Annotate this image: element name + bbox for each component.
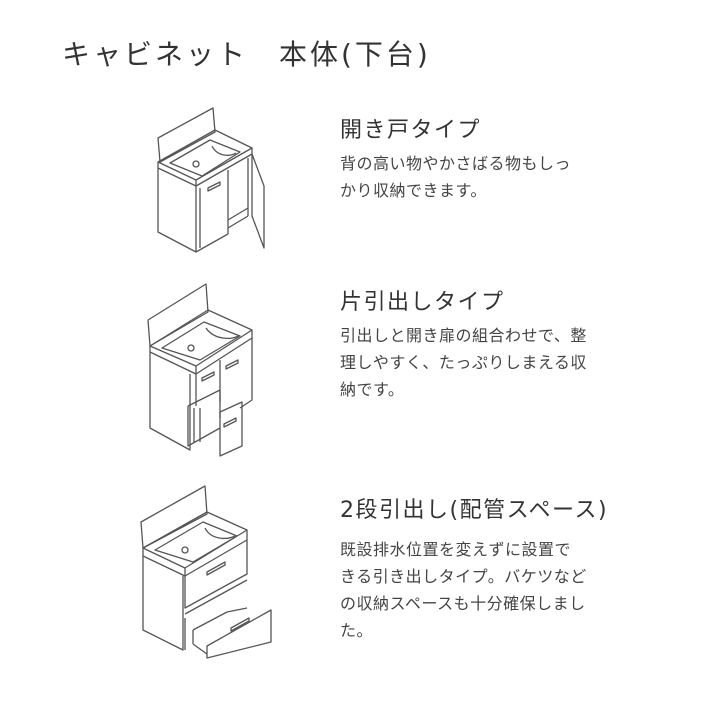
item-title: 2段引出し(配管スペース) <box>340 498 609 523</box>
description-line: きる引き出しタイプ。バケツなど <box>340 567 587 586</box>
cabinet-single-drawer-icon <box>140 278 270 463</box>
description-line: の収納スペースも十分確保しまし <box>340 594 586 613</box>
item-description: 背の高い物やかさばる物もしっ かり収納できます。 <box>340 150 650 204</box>
description-line: かり収納できます。 <box>340 181 487 200</box>
cabinet-hinged-door-icon <box>140 100 270 260</box>
item-description: 既設排水位置を変えずに設置で きる引き出しタイプ。バケツなど の収納スペースも十… <box>340 536 650 644</box>
cabinet-two-drawer-icon <box>135 478 280 663</box>
description-line: 引出しと開き扉の組合わせで、整 <box>340 326 587 345</box>
page-title: キャビネット 本体(下台) <box>62 38 431 71</box>
item-title: 片引出しタイプ <box>340 290 505 315</box>
description-line: 背の高い物やかさばる物もしっ <box>340 154 572 173</box>
description-line: 理しやすく、たっぷりしまえる収 <box>340 353 587 372</box>
description-line: た。 <box>340 621 374 640</box>
item-title: 開き戸タイプ <box>340 118 482 143</box>
description-line: 既設排水位置を変えずに設置で <box>340 540 572 559</box>
description-line: 納です。 <box>340 380 405 399</box>
item-description: 引出しと開き扉の組合わせで、整 理しやすく、たっぷりしまえる収 納です。 <box>340 322 650 403</box>
